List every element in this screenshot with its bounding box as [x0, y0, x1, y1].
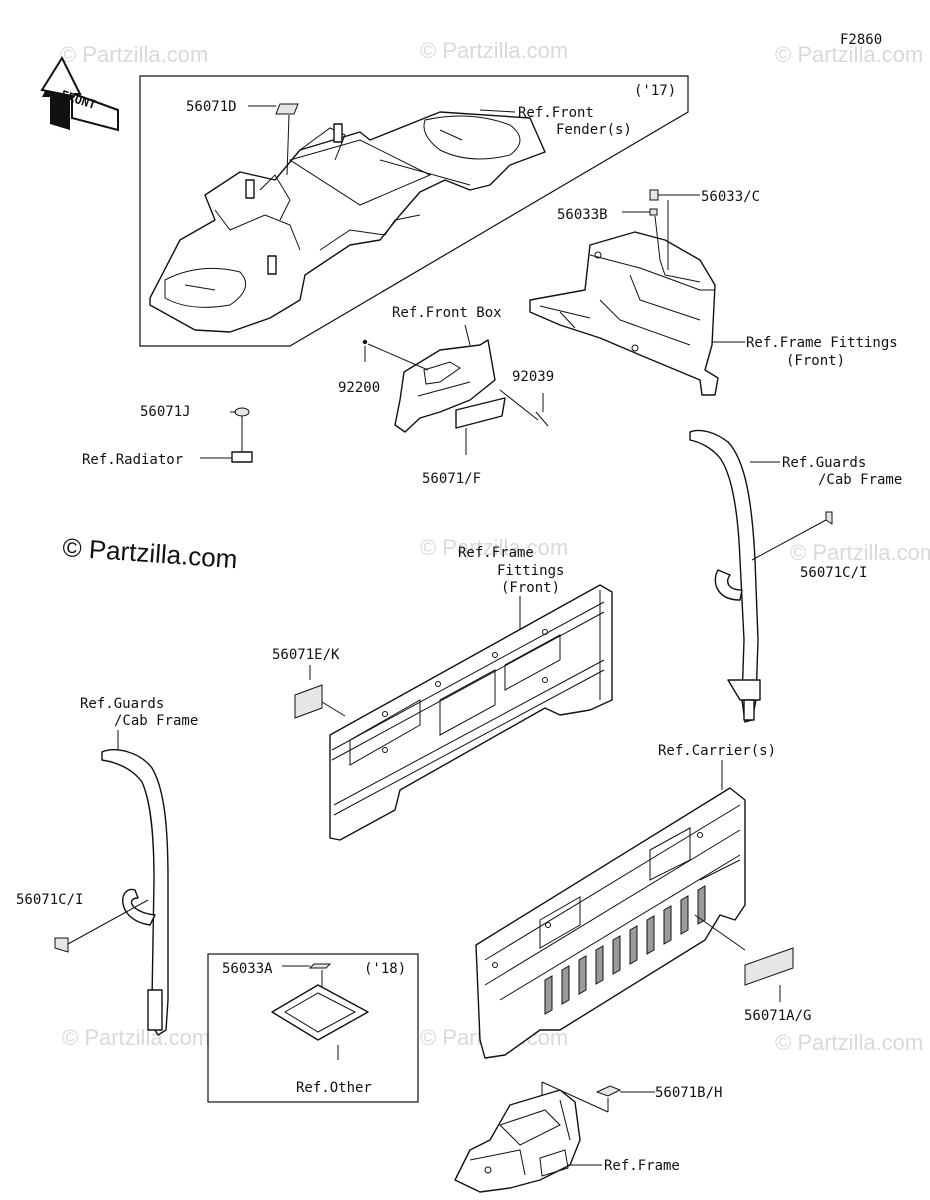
right-guard-tube: [689, 429, 759, 723]
label-ref-other: Ref.Other: [296, 1080, 372, 1096]
label-ref-guards-right-1: Ref.Guards: [782, 455, 866, 471]
sticker-56071D: [275, 103, 299, 115]
label-56071CI-left: 56071C/I: [16, 892, 83, 908]
left-guard-group: Ref.Guards /Cab Frame 56071C/I: [16, 696, 198, 1036]
left-fender-dome: [164, 267, 247, 308]
watermark-top-right: © Partzilla.com: [775, 42, 923, 67]
watermark-top-center: © Partzilla.com: [420, 38, 568, 63]
left-guard-tube: [101, 749, 169, 1036]
right-guard-group: Ref.Guards /Cab Frame 56071C/I: [689, 429, 902, 723]
screw-92200: [362, 339, 368, 345]
label-56033A: 56033A: [222, 961, 273, 977]
label-56071D: 56071D: [186, 99, 237, 115]
front-fender-floor: [149, 111, 546, 333]
label-ref-guards-left-2: /Cab Frame: [114, 713, 198, 729]
carrier-panel: [475, 787, 746, 1059]
box-2018: [207, 953, 419, 1103]
sticker-56033B: [649, 208, 658, 216]
front-fender-panel-group: ('17) 56071D Ref.Front Fender(s): [139, 75, 689, 347]
label-56071AG: 56071A/G: [744, 1008, 811, 1024]
watermark-top-left: © Partzilla.com: [60, 42, 208, 67]
label-ref-frame: Ref.Frame: [604, 1158, 680, 1174]
carrier-ribs: [544, 885, 706, 1015]
frame-fittings-front-a-group: 56033/C 56033B Ref.Frame Fittings (Front…: [529, 189, 898, 396]
watermark-main: © Partzilla.com: [62, 532, 239, 574]
label-ref-frame-fittings-b-2: Fittings: [497, 563, 564, 579]
label-ref-front-fender-2: Fender(s): [556, 122, 632, 138]
radiator-cap: [231, 451, 253, 463]
label-ref-carriers: Ref.Carrier(s): [658, 743, 776, 759]
label-ref-frame-fittings-front-a-1: Ref.Frame Fittings: [746, 335, 898, 351]
label-56071EK: 56071E/K: [272, 647, 340, 663]
label-56033C: 56033/C: [701, 189, 760, 205]
sticker-56071J: [234, 407, 250, 417]
other-2018-group: ('18) 56033A Ref.Other: [207, 953, 419, 1103]
frame-fittings-front-b-group: Ref.Frame Fittings (Front) 56071E/K: [272, 545, 613, 841]
label-ref-frame-fittings-b-1: Ref.Frame: [458, 545, 534, 561]
label-56071BH: 56071B/H: [655, 1085, 722, 1101]
left-guard-loop: [122, 888, 156, 926]
label-56071CI-right: 56071C/I: [800, 565, 867, 581]
sticker-56033A: [308, 963, 332, 969]
radiator-group: 56071J Ref.Radiator: [82, 404, 253, 468]
label-ref-guards-right-2: /Cab Frame: [818, 472, 902, 488]
label-56071F: 56071/F: [422, 471, 481, 487]
label-ref-frame-fittings-b-3: (Front): [501, 580, 560, 596]
label-ref-front-fender-1: Ref.Front: [518, 105, 594, 121]
sticker-56071CI-left: [54, 937, 69, 953]
front-box-group: Ref.Front Box 92200 56071/F 92039: [338, 305, 554, 487]
frame-fittings-front-b: [329, 584, 613, 841]
sticker-56071AG: [744, 947, 794, 986]
sticker-56071F: [455, 397, 506, 429]
label-ref-frame-fittings-front-a-2: (Front): [786, 353, 845, 369]
sticker-56071EK: [294, 684, 323, 719]
label-ref-guards-left-1: Ref.Guards: [80, 696, 164, 712]
label-ref-front-box: Ref.Front Box: [392, 305, 502, 321]
sticker-56071CI-right: [825, 511, 833, 525]
carrier-group: Ref.Carrier(s) 56071A/G: [475, 743, 811, 1059]
watermark-middle-right: © Partzilla.com: [790, 540, 930, 565]
label-92200: 92200: [338, 380, 380, 396]
box-2017-year: ('17): [634, 83, 676, 99]
other-plate: [271, 984, 369, 1041]
label-56033B: 56033B: [557, 207, 608, 223]
figure-code: F2860: [840, 32, 882, 48]
frame-bottom-group: 56071B/H Ref.Frame: [454, 1081, 722, 1193]
right-fender-dome: [423, 115, 521, 160]
box-2017: [139, 75, 689, 347]
sticker-56071BH: [595, 1085, 622, 1097]
front-box: [394, 339, 496, 433]
watermark-bottom-left: © Partzilla.com: [62, 1025, 210, 1050]
watermark-middle: © Partzilla.com: [420, 535, 568, 560]
box-2018-year: ('18): [364, 961, 406, 977]
right-guard-loop: [714, 569, 743, 601]
label-92039: 92039: [512, 369, 554, 385]
frame-fittings-front-a: [529, 231, 719, 396]
label-56071J: 56071J: [140, 404, 191, 420]
front-arrow-icon: FRONT: [40, 55, 119, 132]
label-ref-radiator: Ref.Radiator: [82, 452, 183, 468]
clip-92039: [535, 411, 549, 427]
frame-bottom: [454, 1089, 581, 1193]
sticker-56033C: [649, 189, 659, 201]
watermark-bottom-right: © Partzilla.com: [775, 1030, 923, 1055]
